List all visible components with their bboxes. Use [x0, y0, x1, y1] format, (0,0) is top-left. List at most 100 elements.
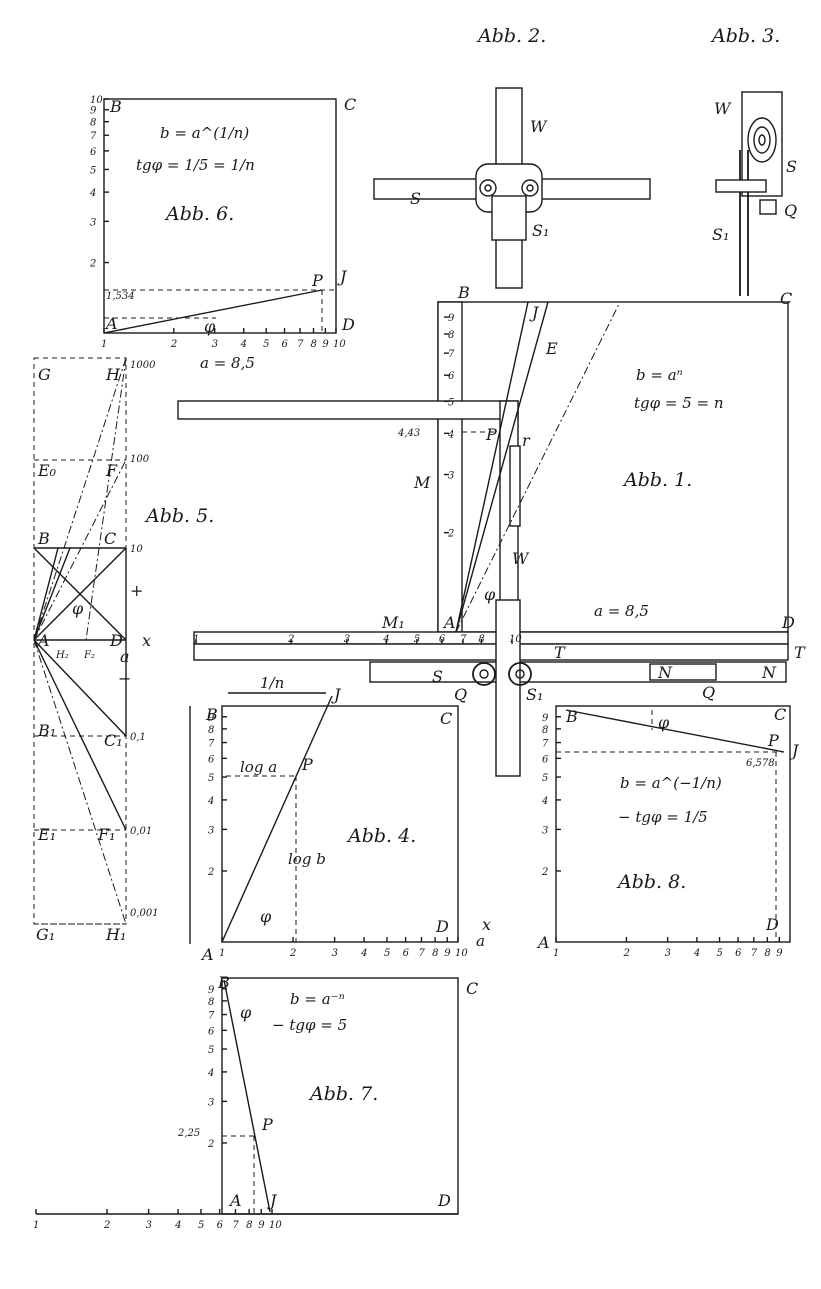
- label-A-abb1: A: [442, 613, 456, 632]
- abb4-y-tick-label: 9: [208, 713, 215, 724]
- abb8-marker: 6,578: [746, 758, 775, 769]
- abb8-x-tick-label: 9: [776, 948, 783, 959]
- label-E0-abb5: E₀: [37, 461, 57, 480]
- abb2-clamp-lower: [491, 195, 527, 241]
- abb4-log-b: log b: [288, 850, 326, 868]
- abb7-x-tick-label: 4: [174, 1220, 181, 1231]
- caption-abb3: Abb. 3.: [710, 25, 780, 47]
- abb4-y-tick-label: 3: [208, 825, 214, 836]
- label-A-abb4: A: [200, 945, 214, 964]
- figure-abb7: b = a⁻ⁿ − tgφ = 5 Abb. 7. 2,25 B C P φ A…: [33, 973, 478, 1231]
- abb5-value-0-01: 0,01: [130, 826, 152, 837]
- label-D-abb4: D: [435, 917, 449, 936]
- label-F-abb5: F: [105, 461, 118, 480]
- abb4-x-tick-label: 10: [455, 948, 468, 959]
- label-B-abb1: B: [457, 283, 470, 302]
- abb2-screw-right: [521, 179, 539, 197]
- label-phi-abb7: φ: [240, 1003, 252, 1022]
- abb7-x-tick-label: 9: [258, 1220, 265, 1231]
- abb8-y-tick-label: 4: [541, 796, 548, 807]
- label-x-abb5: x: [142, 631, 151, 650]
- abb8-x-tick-label: 3: [665, 948, 671, 959]
- label-S1-abb1: S₁: [526, 685, 543, 704]
- label-D-abb1: D: [781, 613, 795, 632]
- label-phi-abb1: φ: [484, 585, 496, 604]
- abb4-x-tick-label: 2: [289, 948, 296, 959]
- abb8-x-tick-label: 6: [735, 948, 742, 959]
- label-C-abb8: C: [774, 705, 786, 724]
- caption-abb1: Abb. 1.: [622, 469, 692, 491]
- label-B-abb4: B: [205, 705, 218, 724]
- abb1-bar-T: [193, 643, 789, 661]
- abb6-y-tick-label: 2: [89, 259, 96, 270]
- abb4-y-tick-label: 7: [208, 739, 215, 750]
- abb1-formula1: b = aⁿ: [636, 366, 683, 384]
- abb5-value-0-1: 0,1: [130, 732, 146, 743]
- abb5-value-1000: 1000: [130, 360, 156, 371]
- abb7-x-tick-label: 7: [232, 1220, 239, 1231]
- figure-abb3: Abb. 3. W S Q S₁: [710, 25, 797, 296]
- abb8-x-tick-label: 8: [764, 948, 770, 959]
- label-W-abb2: W: [530, 117, 548, 136]
- abb8-line-BJ: [565, 709, 785, 753]
- abb1-ruler-tick-label: 8: [448, 330, 454, 341]
- abb4-x-tick-label: 1: [219, 948, 225, 959]
- abb1-formula2: tgφ = 5 = n: [634, 394, 724, 412]
- label-S1-abb2: S₁: [532, 221, 549, 240]
- abb1-h-tick-label: 1: [193, 634, 199, 645]
- abb6-x-tick-label: 7: [297, 339, 304, 350]
- abb6-x-tick-label: 8: [311, 339, 317, 350]
- label-D-abb6: D: [341, 315, 355, 334]
- label-C-abb7: C: [466, 979, 478, 998]
- label-r-abb1: r: [522, 431, 531, 450]
- abb5-value-100: 100: [130, 454, 150, 465]
- abb3-bar-S: [715, 179, 767, 193]
- abb6-y-tick-label: 8: [90, 118, 96, 129]
- abb7-x-tick-label: 10: [269, 1220, 282, 1231]
- abb6-x-tick-label: 10: [333, 339, 346, 350]
- figure-abb8: b = a^(−1/n) − tgφ = 1/5 Abb. 8. 6,578 B…: [536, 683, 800, 959]
- abb4-x-tick-label: 7: [418, 948, 425, 959]
- abb6-y-tick-label: 5: [90, 165, 96, 176]
- abb1-h-tick-label: 6: [439, 634, 446, 645]
- abb8-x-tick-label: 1: [553, 948, 559, 959]
- abb6-x-tick-label: 2: [170, 339, 177, 350]
- abb7-formula1: b = a⁻ⁿ: [290, 990, 345, 1008]
- label-P-abb1: P: [485, 425, 497, 444]
- caption-abb7: Abb. 7.: [308, 1083, 378, 1105]
- label-B1-abb5: B₁: [37, 721, 56, 740]
- label-B-abb8: B: [565, 707, 578, 726]
- label-Q-abb1: Q: [454, 685, 467, 704]
- label-J-abb7: J: [267, 1191, 278, 1210]
- label-M1-abb1: M₁: [381, 613, 405, 632]
- label-C-abb4: C: [440, 709, 452, 728]
- abb4-a-label: a: [476, 932, 485, 950]
- label-S-abb3: S: [786, 157, 797, 176]
- label-Q-abb8: Q: [702, 683, 715, 702]
- abb4-x-tick-label: 9: [444, 948, 451, 959]
- abb8-x-tick-label: 5: [717, 948, 723, 959]
- label-x-abb4: x: [482, 915, 491, 934]
- abb6-x-tick-label: 6: [282, 339, 289, 350]
- label-H2-abb5: H₂: [55, 650, 69, 661]
- label-P-abb7: P: [261, 1115, 273, 1134]
- abb1-screw-right: [508, 662, 532, 686]
- abb7-x-tick-label: 8: [246, 1220, 252, 1231]
- abb1-line-AE: [455, 301, 549, 633]
- abb7-y-tick-label: 5: [208, 1045, 214, 1056]
- caption-abb2: Abb. 2.: [476, 25, 546, 47]
- abb4-inv-n: 1/n: [260, 674, 284, 692]
- abb3-block-Q: [759, 199, 777, 215]
- abb4-x-tick-label: 8: [432, 948, 438, 959]
- abb1-horizontal-ruler-M1: [193, 631, 789, 645]
- abb7-y-tick-label: 9: [208, 985, 215, 996]
- figure-abb2: Abb. 2. W S S₁: [373, 25, 651, 289]
- label-S1-abb3: S₁: [712, 225, 729, 244]
- abb8-y-tick-label: 9: [542, 713, 549, 724]
